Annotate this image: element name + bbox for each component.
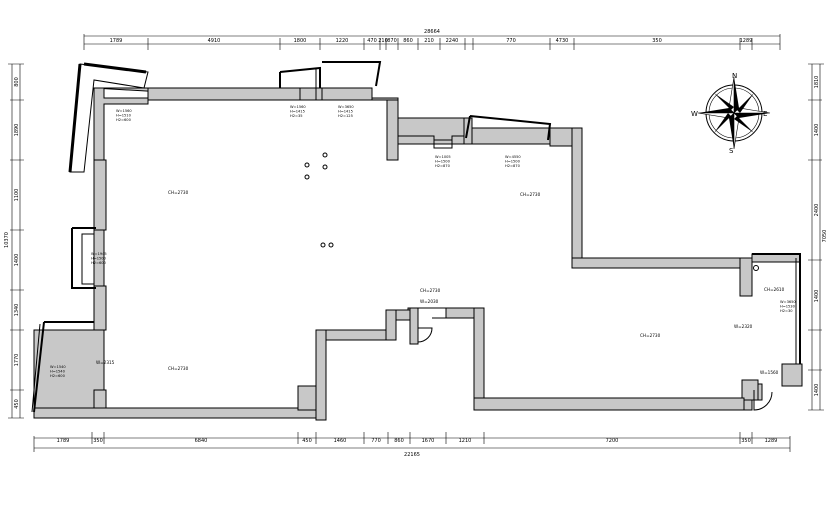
bottom-segment-dimension: 770	[371, 438, 381, 444]
bottom-segment-dimension: 450	[302, 438, 312, 444]
right-segment-dimension: 2400	[814, 204, 820, 217]
window-spec-win-a: H=1510	[116, 114, 132, 118]
top-segment-dimension: 470	[367, 38, 377, 44]
window-spec-win-f: H2=600	[91, 261, 107, 265]
bottom-segment-dimension: 1460	[334, 438, 347, 444]
left-segment-dimension: 1890	[14, 124, 20, 137]
left-segment-dimension: 800	[14, 77, 20, 87]
top-segment-dimension: 860	[403, 38, 413, 44]
window-spec-win-a: W=1560	[116, 109, 132, 113]
window-spec-win-d: W=1005	[435, 155, 451, 159]
ceiling-height-lower-left: CH=2730	[168, 366, 189, 371]
window-spec-win-d: H=1500	[435, 160, 451, 164]
window-spec-win-f: H=1500	[91, 257, 107, 261]
compass-west: W	[691, 110, 698, 118]
compass-south: S	[729, 147, 734, 155]
window-spec-win-b: H=1415	[290, 110, 305, 114]
top-segment-dimension: 1289	[740, 38, 753, 44]
window-spec-win-h: H2=30	[780, 309, 793, 313]
width-lower-left: W=2315	[96, 360, 115, 365]
window-spec-win-h: H=1530	[780, 305, 796, 309]
dimension-lines	[8, 34, 824, 452]
room-notes: CH=2730 CH=2730 CH=2730 W=2030 CH=2730 W…	[50, 105, 796, 378]
top-segment-dimension: 870	[387, 38, 397, 44]
bottom-segment-dimension: 1289	[765, 438, 778, 444]
width-lower-right: W=2320	[734, 324, 753, 329]
window-spec-win-b: H2=35	[290, 114, 303, 118]
right-segment-dimension: 1400	[814, 384, 820, 397]
ceiling-height-right-upper: CH=2730	[520, 192, 541, 197]
window-spec-win-g: W=1540	[50, 365, 66, 369]
ceiling-height-small-room: CH=2610	[764, 287, 785, 292]
left-overall-dimension: 10370	[4, 232, 10, 248]
window-spec-win-e: W=4550	[505, 155, 521, 159]
left-segment-dimension: 1400	[14, 254, 20, 267]
compass-north: N	[732, 72, 737, 80]
bottom-segment-dimension: 1210	[459, 438, 472, 444]
window-spec-win-g: H2=600	[50, 374, 66, 378]
window-spec-win-g: H=1540	[50, 370, 66, 374]
left-segment-dimension: 1100	[14, 189, 20, 202]
bottom-segment-dimension: 350	[93, 438, 103, 444]
top-segment-dimension: 350	[652, 38, 662, 44]
ceiling-height-lower-right: CH=2730	[640, 333, 661, 338]
top-segment-dimension: 1800	[294, 38, 307, 44]
top-segment-dimension: 210	[378, 38, 388, 44]
top-segment-dimension: 4730	[556, 38, 569, 44]
bottom-segment-dimension: 1789	[57, 438, 70, 444]
walls	[33, 87, 803, 421]
window-frames	[31, 61, 801, 413]
top-segment-dimension: 210	[424, 38, 434, 44]
top-segment-dimension: 770	[506, 38, 516, 44]
ceiling-height-main: CH=2730	[168, 190, 189, 195]
window-spec-win-a: H2=600	[116, 118, 132, 122]
top-segment-dimension: 1220	[336, 38, 349, 44]
left-segment-dimension: 450	[14, 399, 20, 409]
compass-east: E	[763, 110, 767, 118]
bottom-segment-dimension: 350	[741, 438, 751, 444]
right-overall-dimension: 7050	[822, 230, 828, 243]
window-spec-win-c: W=3650	[338, 105, 354, 109]
bottom-segment-dimension: 1670	[422, 438, 435, 444]
window-spec-win-d: H2=870	[435, 164, 451, 168]
right-segment-dimension: 1400	[814, 290, 820, 303]
width-small-room: W=1560	[760, 370, 779, 375]
top-segment-dimension: 4910	[208, 38, 221, 44]
window-spec-win-e: H=1500	[505, 160, 521, 164]
left-segment-dimension: 1770	[14, 354, 20, 367]
bottom-segment-dimension: 7200	[606, 438, 619, 444]
bottom-segment-dimension: 860	[394, 438, 404, 444]
left-segment-dimension: 1340	[14, 304, 20, 317]
bottom-overall-dimension: 22165	[404, 452, 420, 458]
compass-rose: N S E W	[691, 72, 771, 155]
right-segment-dimension: 1810	[814, 76, 820, 89]
window-spec-win-f: W=1945	[91, 252, 107, 256]
window-spec-win-c: H=1415	[338, 110, 353, 114]
top-segment-dimension: 1789	[110, 38, 123, 44]
top-overall-dimension: 28664	[424, 29, 440, 35]
window-spec-win-c: H2=125	[338, 114, 353, 118]
window-spec-win-h: W=3650	[780, 300, 796, 304]
door-width-center: W=2030	[420, 299, 439, 304]
window-spec-win-e: H2=870	[505, 164, 521, 168]
ceiling-height-center: CH=2730	[420, 288, 441, 293]
bottom-segment-dimension: 6840	[195, 438, 208, 444]
top-segment-dimension: 2240	[446, 38, 459, 44]
window-spec-win-b: W=1560	[290, 105, 306, 109]
right-segment-dimension: 1400	[814, 124, 820, 137]
